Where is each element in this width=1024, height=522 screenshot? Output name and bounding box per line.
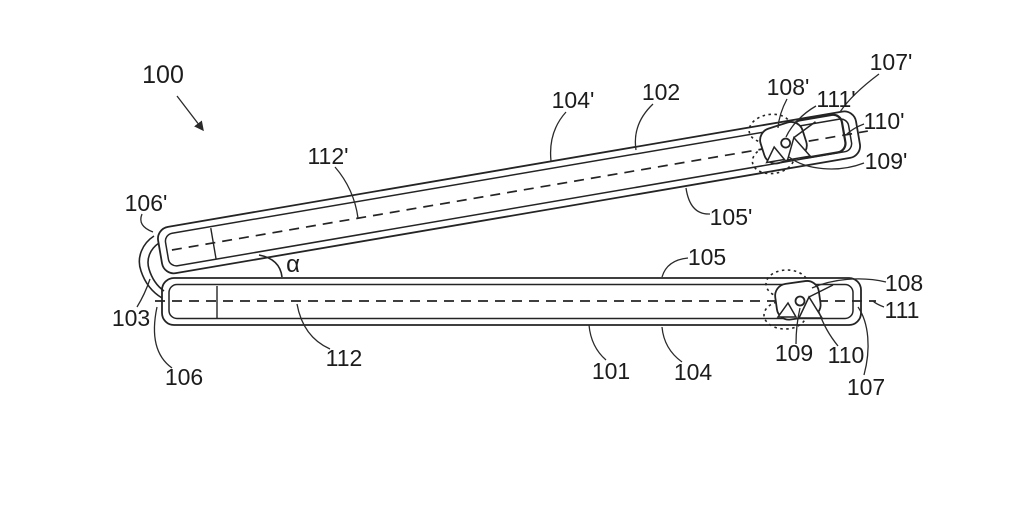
hinge-inner-arc xyxy=(147,242,165,292)
ref-label-106-prime: 106' xyxy=(125,190,168,216)
leader-112 xyxy=(296,303,331,350)
leader-109-prime xyxy=(788,156,865,170)
leader-110-prime xyxy=(845,123,865,136)
leader-106-prime xyxy=(140,213,154,233)
leader-106 xyxy=(153,306,173,369)
leader-105 xyxy=(661,257,689,278)
ref-label-102: 102 xyxy=(642,79,680,105)
upper-housing-divider xyxy=(210,228,217,259)
upper-housing-group xyxy=(157,106,868,275)
leader-lines xyxy=(136,73,887,376)
ref-label-alpha: α xyxy=(286,251,300,278)
ref-label-112-prime: 112' xyxy=(307,143,348,169)
leader-109 xyxy=(795,307,801,345)
ref-label-103: 103 xyxy=(112,305,150,331)
hinge-outer-arc xyxy=(138,235,163,299)
ref-label-100: 100 xyxy=(142,61,184,89)
ref-label-110: 110 xyxy=(828,342,865,368)
ref-label-105-prime: 105' xyxy=(710,204,753,230)
ref-label-106: 106 xyxy=(165,364,203,390)
leader-111-prime xyxy=(785,105,817,138)
ref-label-107-prime: 107' xyxy=(870,49,913,75)
ref-label-104-prime: 104' xyxy=(552,87,595,113)
ref-label-104: 104 xyxy=(674,359,713,385)
leader-112-prime xyxy=(334,166,359,219)
leader-102 xyxy=(634,103,654,151)
ref-label-107: 107 xyxy=(847,374,885,400)
leader-101 xyxy=(588,324,607,361)
ref-label-108: 108 xyxy=(885,270,923,296)
ref-label-109-prime: 109' xyxy=(865,148,908,174)
ref-label-111: 111 xyxy=(885,297,920,323)
ref-label-112: 112 xyxy=(326,345,363,371)
leader-104-prime xyxy=(549,111,567,162)
reference-labels: 100 106' 103 106 112 112' α 104' 102 105… xyxy=(112,49,923,400)
ref-label-105: 105 xyxy=(688,244,726,270)
ref-label-109: 109 xyxy=(775,340,813,366)
leader-108 xyxy=(811,278,887,289)
angle-arc xyxy=(258,254,283,278)
ref-label-108-prime: 108' xyxy=(767,74,810,100)
leader-103 xyxy=(136,278,151,308)
ref-label-111-prime: 111' xyxy=(816,86,855,112)
ref-label-110-prime: 110' xyxy=(863,108,904,134)
hinge-group xyxy=(138,235,165,299)
lower-housing-group xyxy=(155,269,876,330)
leader-110 xyxy=(818,311,839,347)
leader-104 xyxy=(661,326,683,363)
leader-107-prime xyxy=(839,73,880,113)
leader-100 xyxy=(176,95,204,132)
leader-111 xyxy=(872,300,885,308)
leader-108-prime xyxy=(777,98,788,129)
leader-105-prime xyxy=(685,187,711,215)
leader-107 xyxy=(857,306,869,376)
ref-label-101: 101 xyxy=(592,358,630,384)
